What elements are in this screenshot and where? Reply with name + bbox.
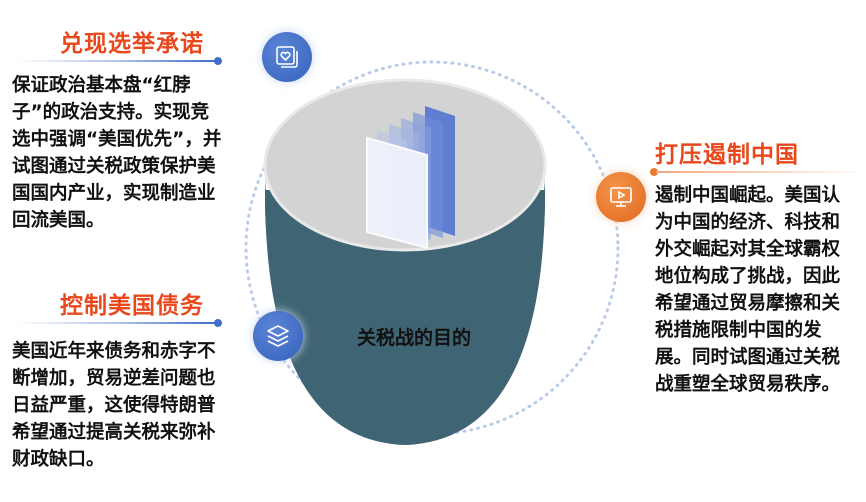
- heart-photo-icon: [262, 32, 312, 82]
- center-label: 关税战的目的: [357, 327, 472, 349]
- glass-panels-icon: [366, 106, 455, 250]
- section-text-debt: 美国近年来债务和赤字不断增加，贸易逆差问题也日益严重，这使得特朗普希望通过提高关…: [12, 341, 216, 470]
- section-text-china: 遏制中国崛起。美国认为中国的经济、科技和外交崛起对其全球霸权地位构成了挑战，因此…: [655, 185, 841, 395]
- divider-dot: [214, 57, 222, 65]
- layers-icon: [253, 311, 303, 361]
- section-title-china: 打压遏制中国: [655, 142, 799, 168]
- divider: [15, 322, 215, 324]
- divider: [656, 171, 866, 173]
- divider-dot: [214, 319, 222, 327]
- divider-dot: [650, 168, 658, 176]
- section-title-debt: 控制美国债务: [60, 293, 204, 319]
- section-title-election: 兑现选举承诺: [60, 31, 204, 57]
- section-text-election: 保证政治基本盘“红脖子”的政治支持。实现竞选中强调“美国优先”，并试图通过关税政…: [12, 75, 222, 231]
- divider: [15, 60, 215, 62]
- monitor-play-icon: [596, 172, 646, 222]
- dotted-orbit: [244, 60, 620, 436]
